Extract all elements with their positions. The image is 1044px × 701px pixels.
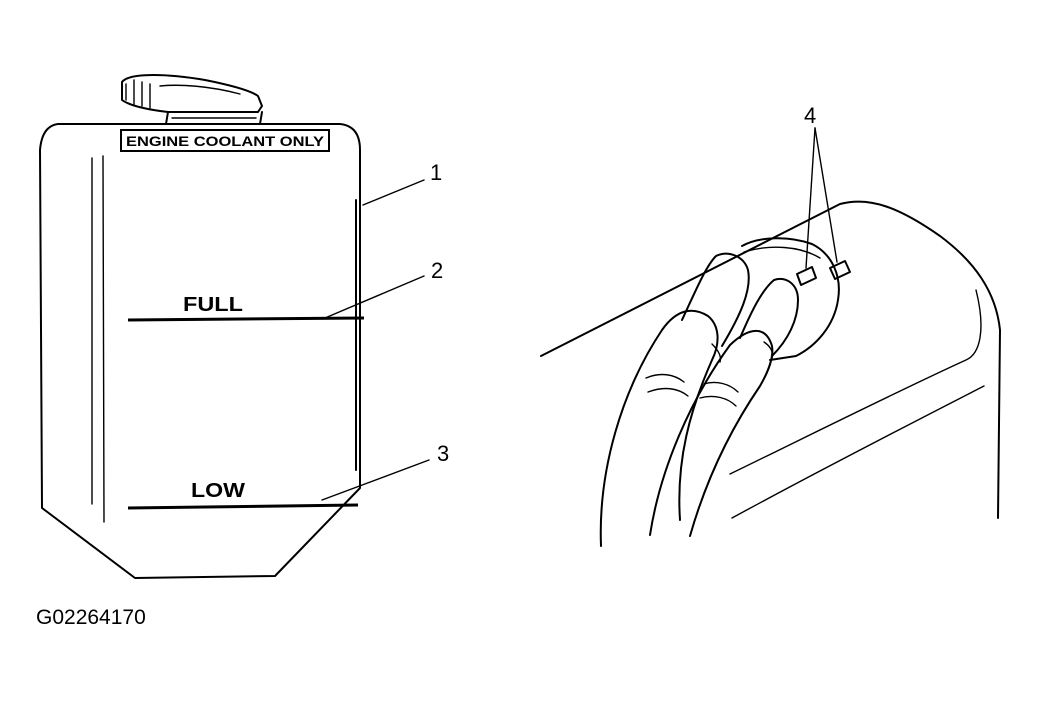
callout-1: 1 bbox=[430, 160, 442, 185]
reservoir-outline bbox=[540, 200, 1001, 519]
cap-label-box bbox=[120, 129, 330, 152]
callout-2: 2 bbox=[431, 258, 443, 283]
reservoir-cap bbox=[741, 237, 840, 361]
reservoir-alignment-mark bbox=[829, 260, 851, 280]
tank-body bbox=[39, 123, 361, 579]
tank-cap bbox=[121, 74, 263, 125]
tank-callouts: 1 2 3 bbox=[321, 160, 449, 501]
callout-4: 4 bbox=[804, 103, 816, 128]
low-level-line bbox=[127, 503, 359, 510]
hand bbox=[599, 252, 799, 547]
cap-label-text: ENGINE COOLANT ONLY bbox=[126, 134, 324, 149]
cap-alignment-mark bbox=[796, 266, 817, 286]
reservoir-tank: ENGINE COOLANT ONLY FULL LOW bbox=[39, 74, 365, 579]
callout-3: 3 bbox=[437, 441, 449, 466]
cap-removal-illustration: 4 bbox=[540, 103, 1001, 547]
full-level-line bbox=[127, 316, 365, 322]
low-level-label: LOW bbox=[191, 480, 245, 502]
full-level-label: FULL bbox=[183, 294, 243, 316]
figure-id: G02264170 bbox=[36, 606, 146, 629]
